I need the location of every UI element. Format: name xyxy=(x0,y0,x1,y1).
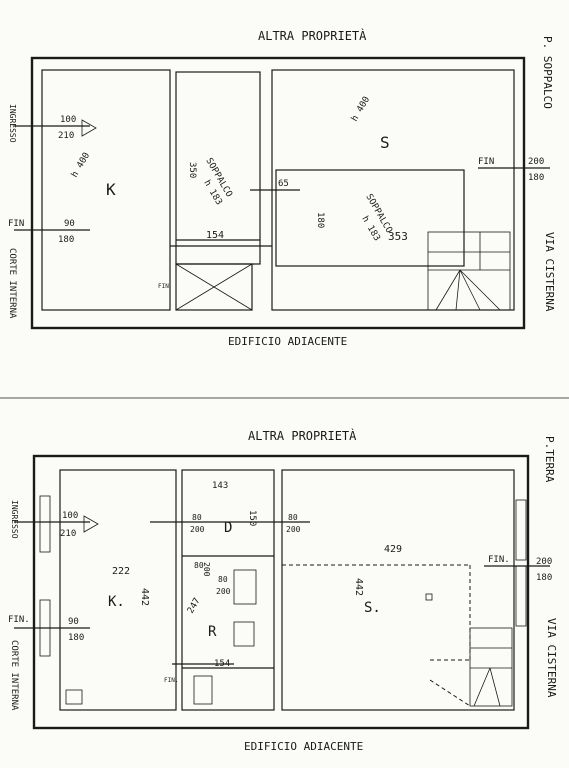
lower-door-s-a: 80 xyxy=(218,575,228,584)
lower-dim-143: 143 xyxy=(212,481,228,491)
shower-tray xyxy=(233,569,257,605)
upper-room-k xyxy=(41,69,171,311)
lower-room-k-width: 222 xyxy=(112,566,130,577)
appliance xyxy=(65,689,83,705)
upper-outer-wall xyxy=(30,56,526,330)
lower-door-c2-a: 80 xyxy=(288,513,298,522)
lower-bottom-label: EDIFICIO ADIACENTE xyxy=(244,740,363,753)
upper-room-s-height: h 400 xyxy=(350,95,372,123)
lower-door-r-a: 80 xyxy=(194,561,204,570)
lower-middle-rooms xyxy=(181,469,275,711)
lower-right-label: VIA CISTERNA xyxy=(545,618,558,698)
upper-soppalco-b-width: 353 xyxy=(388,230,408,243)
upper-room-k-name: K xyxy=(106,180,116,199)
lower-ingresso-label: INGRESSO xyxy=(10,500,19,539)
upper-stair-void xyxy=(175,263,253,311)
lower-plan xyxy=(14,454,550,730)
lower-door-s-b: 200 xyxy=(216,587,231,596)
upper-door-left-a: 100 xyxy=(60,115,76,125)
lower-fin-right-a: 200 xyxy=(536,557,552,567)
lower-door-c2-b: 200 xyxy=(286,525,301,534)
upper-soppalco-a-depth: 154 xyxy=(206,230,224,241)
lower-room-k-name: K. xyxy=(108,594,125,610)
upper-side-label: P. SOPPALCO xyxy=(541,36,554,109)
lower-room-s-name: S. xyxy=(364,600,381,616)
upper-fin-right-a: 200 xyxy=(528,157,544,167)
upper-room-s-name: S xyxy=(380,133,390,152)
sink xyxy=(193,675,213,705)
lower-room-d-width: 150 xyxy=(247,510,257,526)
lower-fin-right: FIN. xyxy=(488,555,510,565)
upper-fin-right-b: 180 xyxy=(528,173,544,183)
upper-left-label: CORTE INTERNA xyxy=(7,248,17,319)
upper-stairs xyxy=(427,231,511,311)
lower-outer-wall xyxy=(32,454,530,730)
lower-top-label: ALTRA PROPRIETÀ xyxy=(248,428,357,443)
lower-fin-small: FIN. xyxy=(164,677,178,684)
upper-ingresso-label: INGRESSO xyxy=(8,104,17,143)
toilet xyxy=(233,621,255,647)
upper-door-left-b: 210 xyxy=(58,131,74,141)
lower-room-d-name: D xyxy=(224,520,232,536)
upper-fin-left-b: 180 xyxy=(58,235,74,245)
upper-right-label: VIA CISTERNA xyxy=(543,232,556,312)
upper-room-s xyxy=(271,69,515,311)
lower-room-s xyxy=(281,469,515,711)
upper-plan xyxy=(14,56,550,330)
lower-room-s-width: 429 xyxy=(384,544,402,555)
upper-bottom-label: EDIFICIO ADIACENTE xyxy=(228,335,347,348)
lower-bath-width: 154 xyxy=(214,659,230,669)
lower-room-r-name: R xyxy=(208,624,217,640)
upper-soppalco-b xyxy=(275,169,465,267)
upper-room-k-height: h 400 xyxy=(70,151,92,179)
lower-room-s-length: 442 xyxy=(353,578,364,596)
lower-stairs xyxy=(429,627,513,707)
lower-door-left-b: 210 xyxy=(60,529,76,539)
lower-room-k-length: 442 xyxy=(139,588,150,606)
upper-top-label: ALTRA PROPRIETÀ xyxy=(258,28,367,43)
lower-fin-left-a: 90 xyxy=(68,617,79,627)
upper-soppalco-b-depth: 180 xyxy=(315,212,325,228)
lower-room-r-depth: 247 xyxy=(186,596,203,615)
upper-soppalco-a-width: 350 xyxy=(187,162,197,178)
lower-door-c-a: 80 xyxy=(192,513,202,522)
lower-door-r-b: 200 xyxy=(202,562,211,577)
upper-fin-right: FIN xyxy=(478,157,494,167)
lower-side-label: P.TERRA xyxy=(543,436,556,483)
upper-fin-left: FIN xyxy=(8,219,24,229)
lower-fin-left-b: 180 xyxy=(68,633,84,643)
upper-fin-left-a: 90 xyxy=(64,219,75,229)
lower-door-left-a: 100 xyxy=(62,511,78,521)
upper-fin-small: FIN xyxy=(158,283,169,290)
lower-left-label: CORTE INTERNA xyxy=(9,640,19,711)
lower-fin-right-b: 180 xyxy=(536,573,552,583)
lower-fin-left: FIN. xyxy=(8,615,30,625)
upper-dim-65: 65 xyxy=(278,179,289,189)
lower-room-k xyxy=(59,469,177,711)
lower-door-c-b: 200 xyxy=(190,525,205,534)
